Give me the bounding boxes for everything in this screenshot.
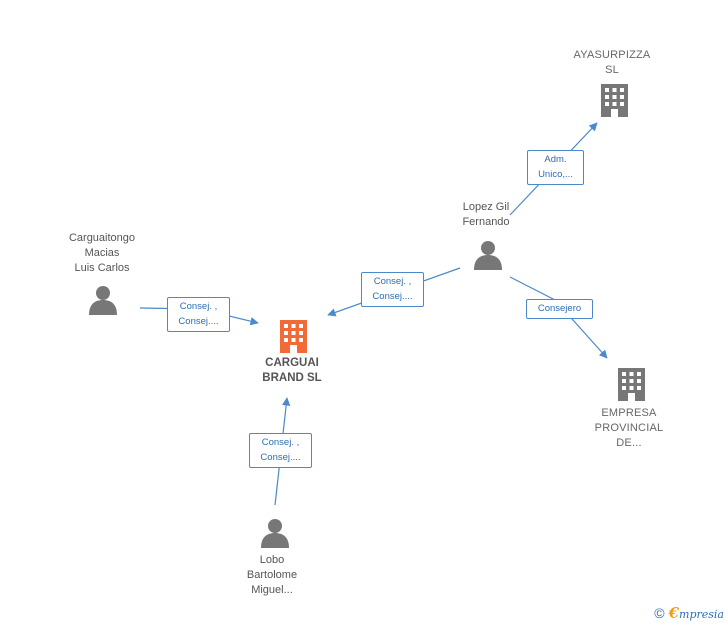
person-name-label[interactable]: Lopez Gil Fernando [462, 201, 510, 228]
building-icon[interactable] [280, 320, 307, 353]
copyright-icon: © [654, 605, 665, 621]
person-icon[interactable] [89, 286, 117, 315]
brand-footer[interactable]: © €mpresia [654, 604, 724, 622]
edge-label-adm-unico[interactable]: Adm. Unico,... [527, 150, 584, 185]
person-icon[interactable] [261, 519, 289, 548]
person-name-label[interactable]: Lobo Bartolome Miguel... [246, 554, 298, 596]
edge-label-consej[interactable]: Consej. , Consej.... [249, 433, 312, 468]
edge-label-consej[interactable]: Consej. , Consej.... [361, 272, 424, 307]
building-icon[interactable] [601, 84, 628, 117]
company-name-label[interactable]: AYASURPIZZA SL [573, 49, 651, 76]
brand-logo: €mpresia [668, 604, 724, 622]
person-name-label[interactable]: Carguaitongo Macias Luis Carlos [68, 232, 136, 274]
company-name-label[interactable]: EMPRESA PROVINCIAL DE... [594, 407, 664, 449]
edge-label-consej[interactable]: Consej. , Consej.... [167, 297, 230, 332]
edge-label-consejero[interactable]: Consejero [526, 299, 593, 319]
person-icon[interactable] [474, 241, 502, 270]
building-icon[interactable] [618, 368, 645, 401]
company-name-label[interactable]: CARGUAI BRAND SL [262, 357, 322, 384]
